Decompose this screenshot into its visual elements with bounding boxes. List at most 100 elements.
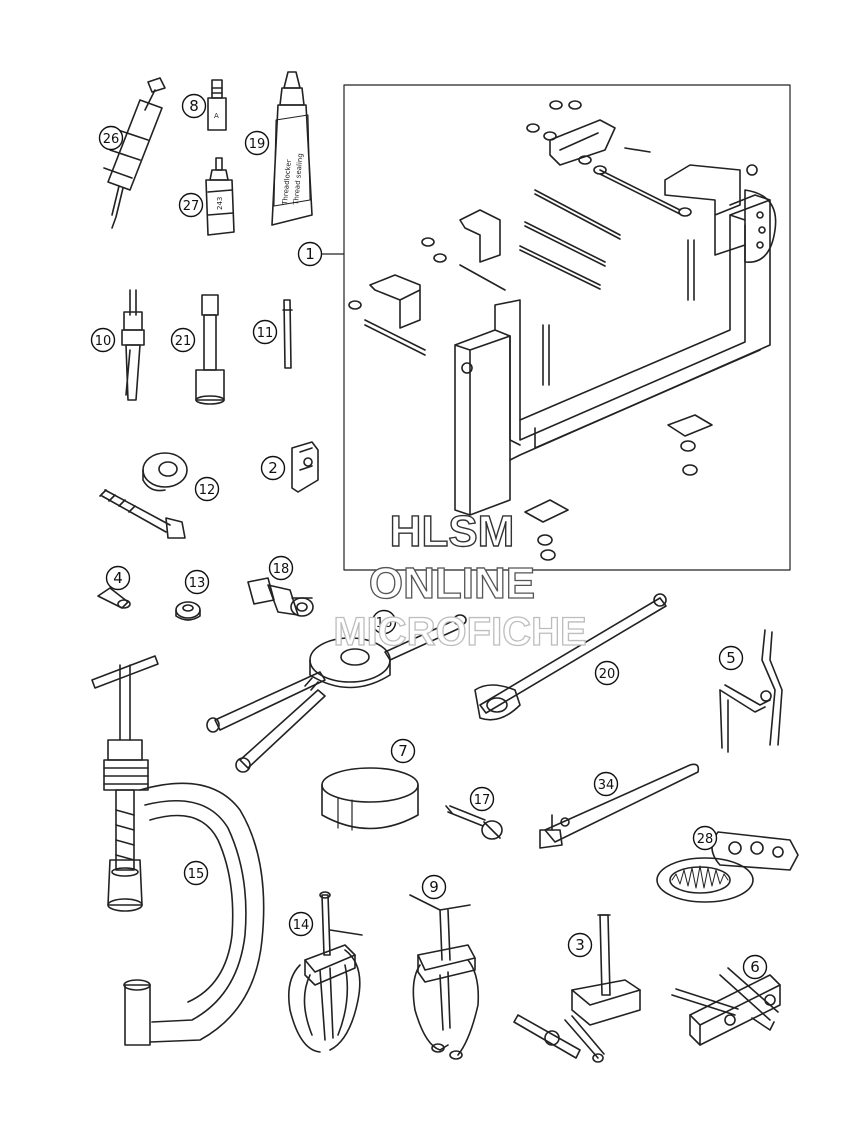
stand-long-rod — [599, 169, 681, 211]
callout-15: 15 — [183, 860, 209, 886]
watermark-online: ONLINE — [369, 559, 535, 608]
callout-number: 34 — [598, 778, 615, 793]
callout-11: 11 — [252, 319, 278, 345]
chain-wrench — [474, 593, 667, 721]
two-arm-puller-large — [409, 894, 480, 1060]
chain-tensioning-clamp — [671, 967, 781, 1046]
stand-rotating-plate — [744, 189, 777, 263]
stand-u-frame-inner — [519, 224, 761, 449]
callout-number: 17 — [474, 793, 491, 808]
callout-number: 19 — [249, 137, 266, 152]
locking-pin — [282, 299, 293, 369]
holding-bracket — [291, 441, 319, 493]
callout-number: 18 — [273, 562, 290, 577]
callout-circle — [194, 476, 220, 502]
installation-drift — [195, 294, 225, 405]
callout-circle — [371, 609, 397, 635]
clutch-holder-tool — [206, 614, 467, 773]
callout-circle — [594, 660, 620, 686]
callout-circle — [98, 125, 124, 151]
valve-spring-compressor — [91, 655, 265, 1046]
watermark-microfiche: MICROFICHE — [333, 610, 586, 654]
protection-sleeve — [97, 587, 131, 609]
callout-layer: 1234567891011121314151617181920212627283… — [90, 93, 768, 980]
stand-foot-pad-left — [524, 499, 569, 523]
callout-circle — [742, 954, 768, 980]
callout-number: 13 — [189, 576, 206, 591]
callout-18: 18 — [268, 555, 294, 581]
callout-number: 2 — [268, 459, 278, 477]
callout-28: 28 — [692, 825, 718, 851]
callout-circle — [184, 569, 210, 595]
callout-number: 26 — [103, 132, 120, 147]
callout-circle — [421, 874, 447, 900]
threadlocker-tube-large — [271, 71, 313, 226]
callout-circle — [469, 786, 495, 812]
tube-19-label-line2: Thread sealing — [292, 153, 305, 206]
callout-14: 14 — [288, 911, 314, 937]
stand-bolt-mid — [459, 264, 506, 291]
callout-number: 11 — [257, 326, 274, 341]
two-arm-puller-small — [287, 891, 363, 1053]
stand-top-strap — [549, 119, 616, 166]
callout-20: 20 — [594, 660, 620, 686]
stand-threaded-rod-1 — [534, 189, 621, 236]
callout-9: 9 — [421, 874, 447, 900]
callout-circle — [718, 645, 744, 671]
callout-16: 16 — [371, 609, 397, 635]
stand-group-frame — [343, 84, 791, 571]
callout-number: 3 — [575, 936, 585, 954]
callout-number: 9 — [429, 878, 439, 896]
callout-17: 17 — [469, 786, 495, 812]
tube-19-label-line1: Threadlocker — [281, 159, 293, 206]
callout-circle — [567, 932, 593, 958]
callout-34: 34 — [593, 771, 619, 797]
callout-5: 5 — [718, 645, 744, 671]
callout-number: 8 — [189, 97, 199, 115]
callout-circle — [90, 327, 116, 353]
callout-circle — [178, 192, 204, 218]
callout-number: 4 — [113, 569, 123, 587]
callout-8: 8 — [181, 93, 207, 119]
callout-4: 4 — [105, 565, 131, 591]
callout-circle — [268, 555, 294, 581]
callout-10: 10 — [90, 327, 116, 353]
adjusting-tool — [445, 805, 503, 840]
callout-number: 7 — [398, 742, 408, 760]
callout-number: 28 — [697, 832, 714, 847]
callout-circle — [170, 327, 196, 353]
stand-threaded-rod-2 — [524, 221, 606, 263]
callout-circle — [260, 455, 286, 481]
stand-small-bracket-middle — [459, 209, 501, 263]
stand-small-bracket-left — [369, 274, 421, 329]
callout-number: 20 — [599, 667, 616, 682]
stand-u-frame — [494, 194, 771, 461]
callout-circle — [692, 825, 718, 851]
callout-number: 5 — [726, 649, 736, 667]
callout-2: 2 — [260, 455, 286, 481]
callout-circle — [252, 319, 278, 345]
slide-hammer-puller — [121, 289, 145, 401]
callout-3: 3 — [567, 932, 593, 958]
callout-number: 16 — [376, 616, 393, 631]
callout-number: 21 — [175, 334, 192, 349]
callout-circle — [181, 93, 207, 119]
callout-7: 7 — [390, 738, 416, 764]
callout-1: 1 — [297, 241, 323, 267]
callout-number: 15 — [188, 867, 205, 882]
special-nut — [175, 601, 201, 621]
callout-number: 1 — [305, 245, 315, 263]
callout-number: 10 — [95, 334, 112, 349]
stand-foot-pad-right — [667, 414, 713, 437]
callout-21: 21 — [170, 327, 196, 353]
loctite-bottle — [205, 157, 235, 236]
callout-6: 6 — [742, 954, 768, 980]
piston-ring-compressor — [321, 767, 419, 831]
holding-plate — [656, 831, 799, 903]
callout-circle — [105, 565, 131, 591]
callout-circle — [593, 771, 619, 797]
tube-8-label: A — [214, 112, 219, 120]
callout-26: 26 — [98, 125, 124, 151]
callout-circle — [288, 911, 314, 937]
